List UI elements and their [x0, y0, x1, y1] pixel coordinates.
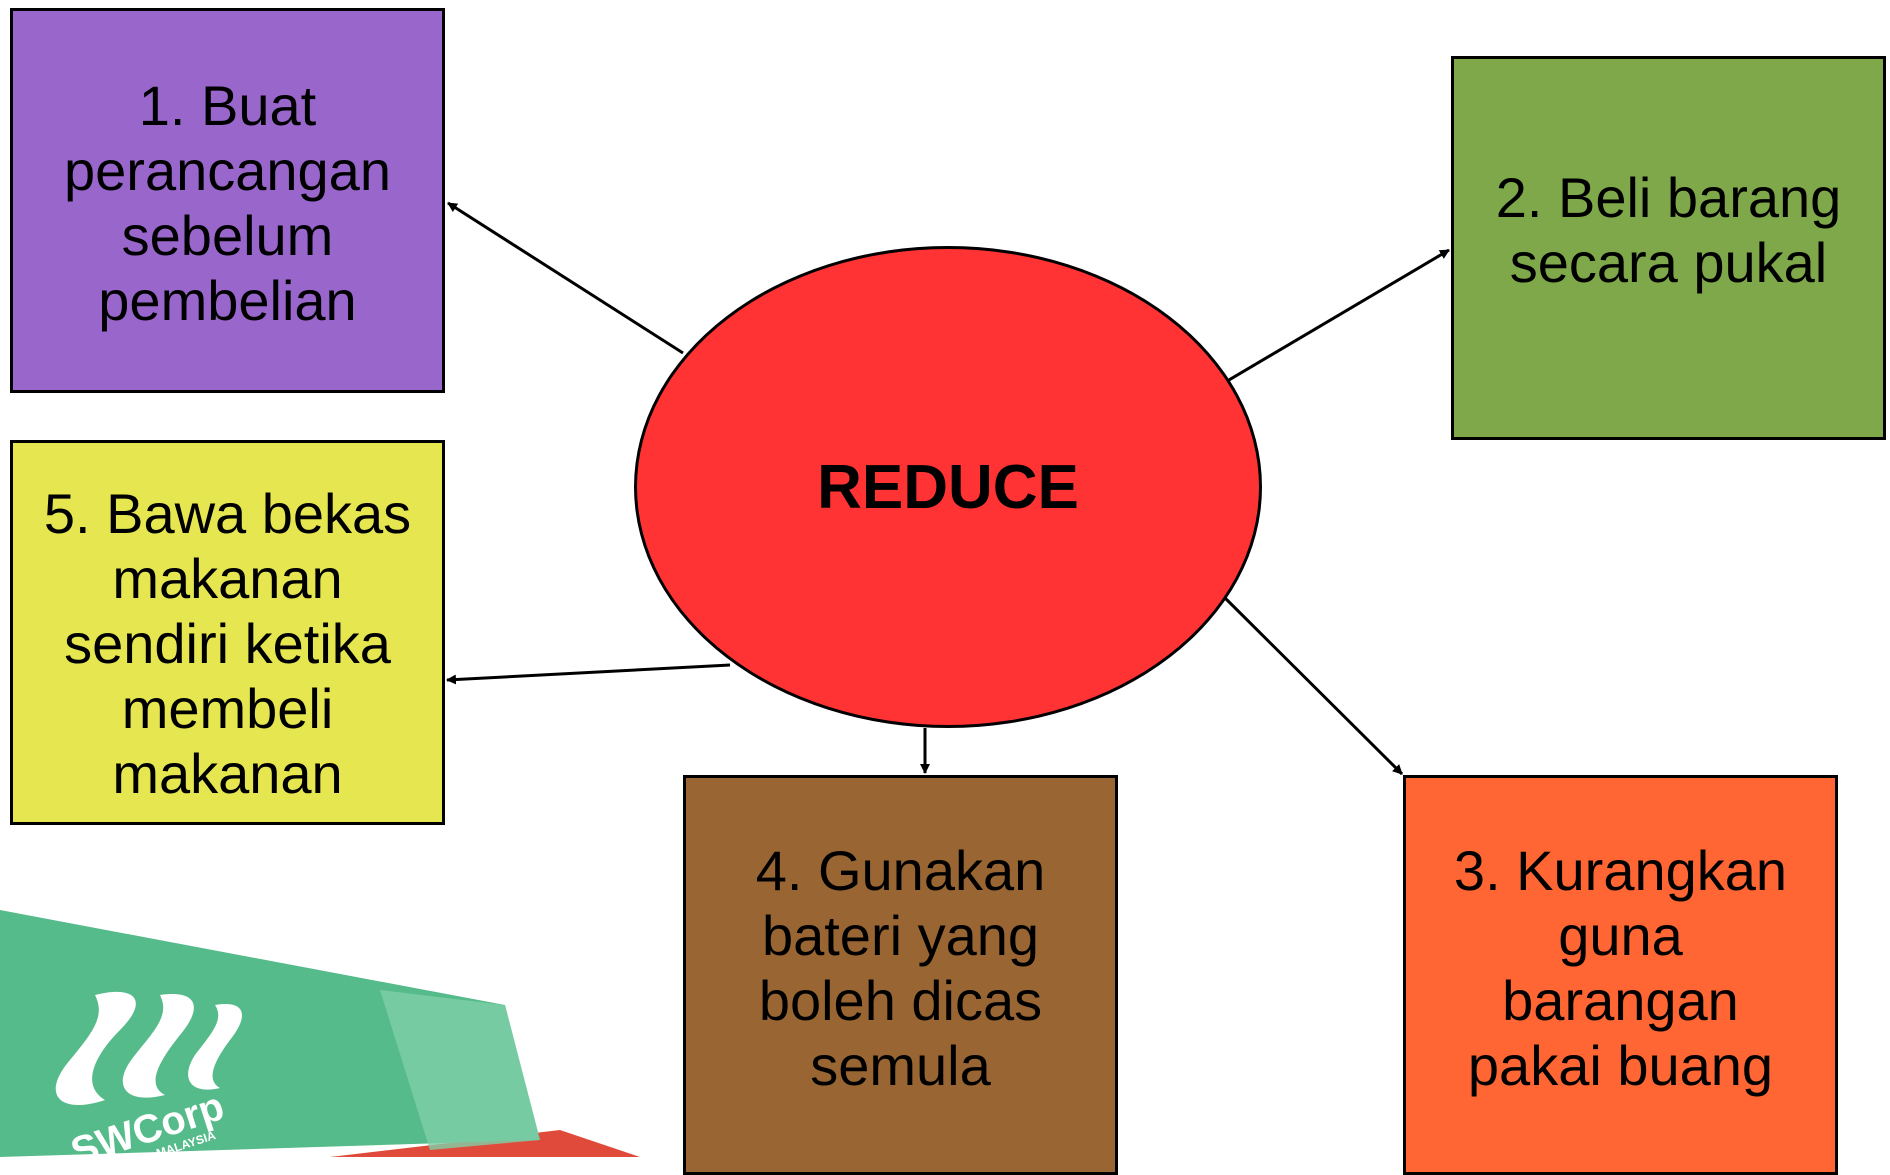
step-2-text: 2. Beli barang secara pukal — [1496, 165, 1842, 295]
center-label: REDUCE — [817, 452, 1079, 522]
swcorp-logo-icon — [55, 991, 242, 1106]
step-5-text: 5. Bawa bekas makanan sendiri ketika mem… — [44, 481, 411, 806]
step-2-box: 2. Beli barang secara pukal — [1451, 56, 1886, 440]
arrow-to-box5 — [446, 663, 731, 685]
arrow-to-box1 — [447, 201, 684, 355]
step-4-line: semula — [810, 1034, 991, 1097]
step-3-box: 3. Kurangkan guna barangan pakai buang — [1403, 775, 1838, 1175]
step-1-line: sebelum — [121, 204, 334, 267]
step-4-line: 4. Gunakan — [755, 839, 1046, 902]
step-3-line: pakai buang — [1467, 1034, 1774, 1097]
step-3-text: 3. Kurangkan guna barangan pakai buang — [1454, 838, 1787, 1098]
step-1-box: 1. Buat perancangan sebelum pembelian — [10, 8, 445, 393]
step-5-line: makanan — [112, 742, 343, 805]
step-3-line: barangan — [1502, 969, 1739, 1032]
step-5-line: 5. Bawa bekas — [43, 482, 412, 545]
step-5-line: membeli — [121, 677, 334, 740]
step-1-line: pembelian — [98, 269, 357, 332]
step-5-box: 5. Bawa bekas makanan sendiri ketika mem… — [10, 440, 445, 825]
step-3-line: guna — [1558, 904, 1683, 967]
step-1-line: perancangan — [64, 139, 391, 202]
logo-green-band-light — [380, 990, 540, 1150]
step-5-line: makanan — [112, 547, 343, 610]
step-2-line: secara pukal — [1509, 231, 1828, 294]
step-3-line: 3. Kurangkan — [1453, 839, 1788, 902]
swcorp-logo: SWCorp MALAYSIA — [0, 910, 640, 1157]
step-5-line: sendiri ketika — [64, 612, 391, 675]
step-2-line: 2. Beli barang — [1495, 166, 1842, 229]
arrow-to-box2 — [1211, 248, 1450, 392]
step-4-box: 4. Gunakan bateri yang boleh dicas semul… — [683, 775, 1118, 1175]
step-4-text: 4. Gunakan bateri yang boleh dicas semul… — [756, 838, 1046, 1098]
step-1-text: 1. Buat perancangan sebelum pembelian — [64, 73, 391, 333]
step-4-line: boleh dicas — [758, 969, 1043, 1032]
step-1-line: 1. Buat — [138, 74, 317, 137]
center-reduce-node: REDUCE — [634, 246, 1262, 728]
arrow-to-box3 — [1210, 583, 1404, 776]
step-4-line: bateri yang — [761, 904, 1040, 967]
